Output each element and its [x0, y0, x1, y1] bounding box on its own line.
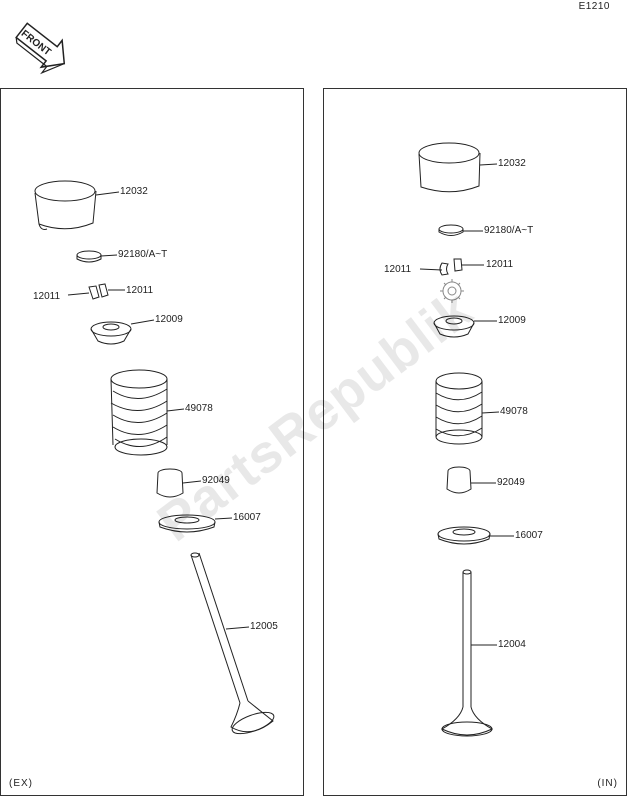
exhaust-valve-panel: 12032 92180/A~T 12011 12011 12009 49078 … [0, 88, 304, 796]
in-valve-label[interactable]: 12004 [498, 639, 526, 650]
in-gear-icon [440, 279, 464, 303]
in-spring-label[interactable]: 49078 [500, 406, 528, 417]
in-cotter-left-shape [439, 262, 449, 276]
ex-tappet-label[interactable]: 12032 [120, 186, 148, 197]
in-shim-shape [438, 224, 464, 236]
ex-valve-shape [190, 552, 275, 735]
in-cotter-left-label[interactable]: 12011 [384, 264, 412, 275]
in-valve-shape [440, 569, 494, 737]
in-retainer-label[interactable]: 12009 [498, 315, 526, 326]
intake-valve-panel: 12032 92180/A~T 12011 12011 12009 49078 … [323, 88, 627, 796]
in-retainer-shape [433, 315, 475, 338]
ex-valve-label[interactable]: 12005 [250, 621, 278, 632]
ex-cotter-left-shape [88, 285, 100, 300]
ex-tappet-shape [34, 180, 97, 230]
ex-retainer-shape [90, 321, 132, 345]
ex-spring-shape [110, 369, 168, 456]
in-cotter-right-label[interactable]: 12011 [486, 259, 514, 270]
exhaust-valve-drawing [34, 180, 275, 735]
ex-cotter-right-shape [98, 283, 109, 298]
in-seal-shape [446, 466, 472, 494]
ex-shim-shape [76, 250, 102, 263]
ex-seat-label[interactable]: 16007 [233, 512, 261, 523]
in-tappet-label[interactable]: 12032 [498, 158, 526, 169]
ex-panel-tag: (EX) [9, 778, 33, 789]
intake-valve-drawing [418, 142, 514, 737]
in-cotter-right-shape [453, 258, 463, 272]
front-arrow-icon: FRONT [15, 22, 66, 75]
in-spring-shape [435, 372, 483, 445]
in-seal-label[interactable]: 92049 [497, 477, 525, 488]
ex-seal-label[interactable]: 92049 [202, 475, 230, 486]
ex-spring-label[interactable]: 49078 [185, 403, 213, 414]
diagram-code: E1210 [578, 1, 610, 12]
in-tappet-shape [418, 142, 481, 193]
ex-seal-shape [156, 468, 184, 498]
ex-cotter-left-label[interactable]: 12011 [33, 291, 61, 302]
in-panel-tag: (IN) [597, 778, 618, 789]
in-seat-shape [437, 526, 491, 545]
ex-seat-shape [158, 514, 216, 533]
in-seat-label[interactable]: 16007 [515, 530, 543, 541]
ex-cotter-right-label[interactable]: 12011 [126, 285, 154, 296]
ex-shim-label[interactable]: 92180/A~T [118, 249, 168, 260]
ex-retainer-label[interactable]: 12009 [155, 314, 183, 325]
in-shim-label[interactable]: 92180/A~T [484, 225, 534, 236]
